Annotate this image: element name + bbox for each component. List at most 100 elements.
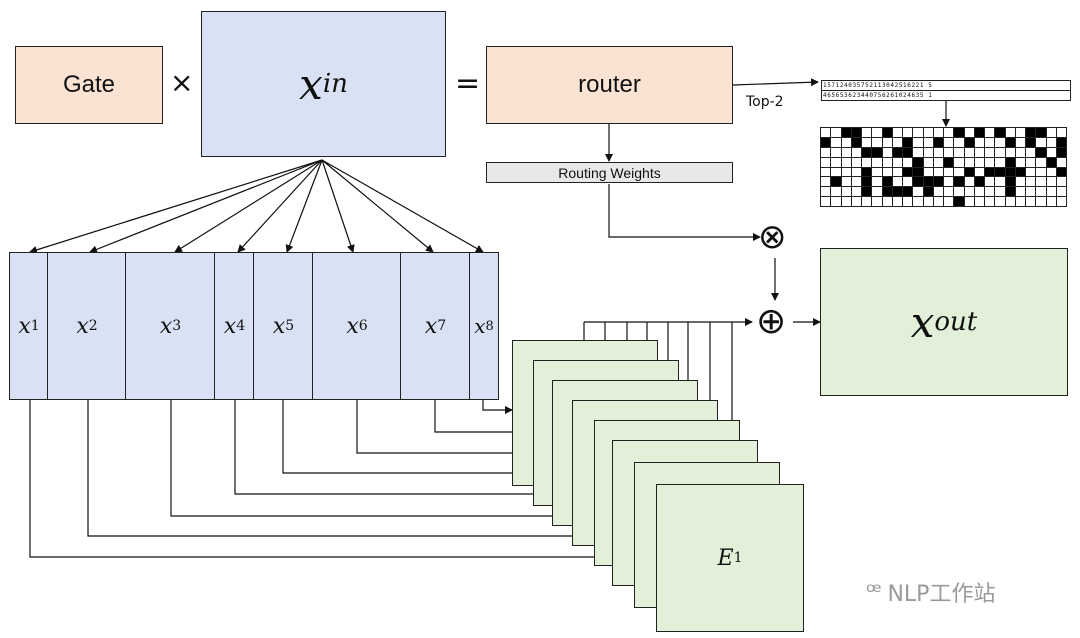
grid-cell xyxy=(819,146,832,158)
grid-cell xyxy=(830,186,842,198)
grid-cell xyxy=(881,186,893,198)
grid-cell xyxy=(1014,166,1027,178)
grid-cell xyxy=(1004,176,1016,188)
wechat-icon: ꟹ xyxy=(866,578,882,606)
grid-cell xyxy=(973,176,986,188)
grid-cell xyxy=(1035,176,1047,188)
grid-cell xyxy=(850,136,863,148)
grid-cell xyxy=(830,127,842,138)
grid-cell xyxy=(953,186,965,198)
grid-cell xyxy=(932,166,945,178)
grid-cell xyxy=(891,127,904,138)
grid-cell xyxy=(973,186,986,198)
grid-cell xyxy=(1055,166,1068,178)
grid-cell xyxy=(1055,146,1068,158)
grid-cell xyxy=(1004,146,1016,158)
grid-cell xyxy=(942,196,955,207)
grid-cell xyxy=(963,127,975,138)
grid-cell xyxy=(942,156,955,168)
grid-cell xyxy=(912,176,924,188)
grid-cell xyxy=(994,176,1006,188)
grid-cell xyxy=(850,166,863,178)
grid-cell xyxy=(994,186,1006,198)
grid-cell xyxy=(1024,186,1037,198)
otimes-symbol: ⊗ xyxy=(758,217,787,257)
grid-cell xyxy=(963,196,975,207)
routing-weights-label: Routing Weights xyxy=(558,164,661,181)
grid-cell xyxy=(891,196,904,207)
grid-cell xyxy=(840,156,852,168)
grid-cell xyxy=(819,136,832,148)
grid-cell xyxy=(994,156,1006,168)
grid-cell xyxy=(1045,166,1057,178)
grid-cell xyxy=(850,176,863,188)
grid-cell xyxy=(1045,176,1057,188)
grid-cell xyxy=(1045,196,1057,207)
grid-cell xyxy=(840,196,852,207)
times-symbol: × xyxy=(170,66,194,99)
grid-cell xyxy=(932,196,945,207)
grid-cell xyxy=(819,186,832,198)
x-in-sup: in xyxy=(322,69,348,99)
grid-cell xyxy=(922,166,934,178)
grid-cell xyxy=(942,127,955,138)
grid-cell xyxy=(973,127,986,138)
grid-cell xyxy=(953,176,965,188)
grid-cell xyxy=(819,156,832,168)
grid-cell xyxy=(1055,127,1068,138)
grid-cell xyxy=(1035,127,1047,138)
grid-cell xyxy=(983,176,996,188)
x-in-box xyxy=(201,11,446,157)
grid-cell xyxy=(1014,186,1027,198)
token-x2 xyxy=(47,252,127,400)
grid-cell xyxy=(891,156,904,168)
grid-cell xyxy=(1024,196,1037,207)
grid-cell xyxy=(830,176,842,188)
grid-cell xyxy=(819,127,832,138)
grid-cell xyxy=(871,176,883,188)
grid-cell xyxy=(912,136,924,148)
grid-cell xyxy=(881,146,893,158)
grid-cell xyxy=(973,136,986,148)
grid-cell xyxy=(891,176,904,188)
grid-cell xyxy=(881,176,893,188)
grid-cell xyxy=(912,127,924,138)
x-out-sup: out xyxy=(934,307,978,337)
grid-cell xyxy=(871,127,883,138)
token-x3 xyxy=(125,252,216,400)
x-out-base: x xyxy=(910,297,935,347)
grid-cell xyxy=(1035,186,1047,198)
grid-cell xyxy=(891,146,904,158)
routing-weights-bar xyxy=(486,162,733,183)
grid-cell xyxy=(953,146,965,158)
grid-cell xyxy=(881,127,893,138)
x-in-base: x xyxy=(299,59,323,109)
grid-cell xyxy=(850,186,863,198)
grid-cell xyxy=(983,146,996,158)
grid-cell xyxy=(942,176,955,188)
grid-cell xyxy=(871,186,883,198)
grid-cell xyxy=(819,176,832,188)
grid-cell xyxy=(973,156,986,168)
grid-cell xyxy=(860,156,873,168)
grid-cell xyxy=(922,136,934,148)
grid-cell xyxy=(963,166,975,178)
grid-cell xyxy=(860,136,873,148)
grid-cell xyxy=(830,166,842,178)
grid-cell xyxy=(830,196,842,207)
grid-cell xyxy=(901,127,914,138)
grid-cell xyxy=(819,166,832,178)
grid-cell xyxy=(994,146,1006,158)
grid-cell xyxy=(983,136,996,148)
grid-cell xyxy=(901,186,914,198)
grid-cell xyxy=(1014,136,1027,148)
grid-cell xyxy=(1014,146,1027,158)
grid-cell xyxy=(1035,156,1047,168)
grid-cell xyxy=(1004,156,1016,168)
expert-1 xyxy=(656,484,804,632)
grid-cell xyxy=(860,166,873,178)
